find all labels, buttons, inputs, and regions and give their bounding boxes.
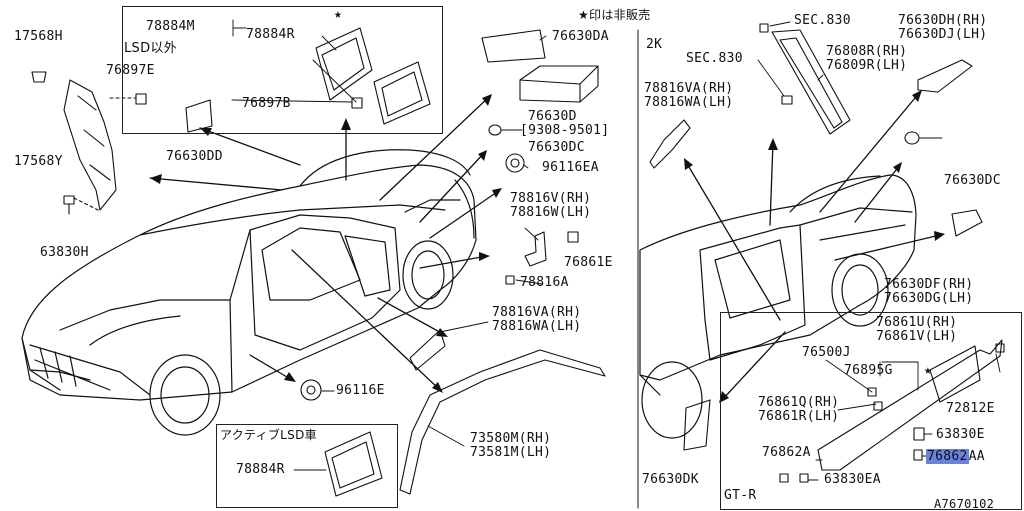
part-17568Y[interactable]: 17568Y bbox=[14, 154, 63, 169]
part-76861E[interactable]: 76861E bbox=[564, 255, 613, 270]
part-76630DD[interactable]: 76630DD bbox=[166, 149, 223, 164]
part-76897B[interactable]: 76897B bbox=[242, 96, 291, 111]
non-sale-note: ★印は非販売 bbox=[578, 8, 651, 22]
section-label-active-lsd: アクティブLSD車 bbox=[220, 428, 317, 442]
star-mark-gtr: ★ bbox=[924, 363, 933, 378]
part-76862AA-highlight[interactable]: 76862 bbox=[926, 449, 969, 464]
part-78816VA-right[interactable]: 78816VA(RH) bbox=[644, 81, 734, 96]
sedan-car-outline bbox=[21, 149, 477, 436]
part-76630DJ[interactable]: 76630DJ(LH) bbox=[898, 27, 988, 42]
part-78884R-bottom[interactable]: 78884R bbox=[236, 462, 285, 477]
part-78816WA-right[interactable]: 78816WA(LH) bbox=[644, 95, 734, 110]
part-76861V[interactable]: 76861V(LH) bbox=[876, 329, 958, 344]
part-76861U[interactable]: 76861U(RH) bbox=[876, 315, 958, 330]
part-96116E[interactable]: 96116E bbox=[336, 383, 385, 398]
part-76861Q[interactable]: 76861Q(RH) bbox=[758, 395, 840, 410]
lsd-other-inset-box bbox=[122, 6, 443, 134]
section-label-gtr: GT-R bbox=[724, 488, 757, 503]
part-72812E[interactable]: 72812E bbox=[946, 401, 995, 416]
part-76630D-range: [9308-9501] bbox=[520, 123, 610, 138]
part-76862AA-suffix: AA bbox=[968, 449, 985, 464]
part-76500J[interactable]: 76500J bbox=[802, 345, 851, 360]
part-76895G[interactable]: 76895G bbox=[844, 363, 893, 378]
callout-arrows bbox=[149, 91, 941, 401]
part-sec830-top[interactable]: SEC.830 bbox=[794, 13, 851, 28]
section-label-lsd-other: LSD以外 bbox=[124, 41, 178, 56]
part-78816A[interactable]: 78816A bbox=[520, 275, 569, 290]
part-76630DC-left[interactable]: 76630DC bbox=[528, 140, 585, 155]
part-76630DG[interactable]: 76630DG(LH) bbox=[884, 291, 974, 306]
part-76630DC-right[interactable]: 76630DC bbox=[944, 173, 1001, 188]
part-73580M[interactable]: 73580M(RH) bbox=[470, 431, 552, 446]
part-sec830-mid[interactable]: SEC.830 bbox=[686, 51, 743, 66]
part-73581M[interactable]: 73581M(LH) bbox=[470, 445, 552, 460]
part-78816VA-mid[interactable]: 78816VA(RH) bbox=[492, 305, 582, 320]
part-63830E[interactable]: 63830E bbox=[936, 427, 985, 442]
part-78816W[interactable]: 78816W(LH) bbox=[510, 205, 592, 220]
part-78884R-top[interactable]: 78884R bbox=[246, 27, 295, 42]
part-78884M[interactable]: 78884M bbox=[146, 19, 195, 34]
leader-lines bbox=[231, 19, 1001, 481]
part-63830EA[interactable]: 63830EA bbox=[824, 472, 881, 487]
part-76861R[interactable]: 76861R(LH) bbox=[758, 409, 840, 424]
part-63830H[interactable]: 63830H bbox=[40, 245, 89, 260]
section-label-2k: 2K bbox=[646, 37, 663, 52]
part-96116EA[interactable]: 96116EA bbox=[542, 160, 599, 175]
part-78816V[interactable]: 78816V(RH) bbox=[510, 191, 592, 206]
part-76630DF[interactable]: 76630DF(RH) bbox=[884, 277, 974, 292]
part-76630DA[interactable]: 76630DA bbox=[552, 29, 609, 44]
part-76630DK[interactable]: 76630DK bbox=[642, 472, 699, 487]
figure-id: A7670102 bbox=[934, 497, 995, 511]
part-76862AA[interactable]: 76862AA bbox=[926, 449, 985, 464]
part-76630D[interactable]: 76630D bbox=[528, 109, 577, 124]
part-76862A[interactable]: 76862A bbox=[762, 445, 811, 460]
part-76897E[interactable]: 76897E bbox=[106, 63, 155, 78]
part-glyphs bbox=[31, 23, 1005, 497]
coupe-car-outline bbox=[639, 174, 917, 439]
star-mark-top: ★ bbox=[334, 7, 343, 22]
active-lsd-inset-box bbox=[216, 424, 398, 508]
part-78816WA-mid[interactable]: 78816WA(LH) bbox=[492, 319, 582, 334]
part-76630DH[interactable]: 76630DH(RH) bbox=[898, 13, 988, 28]
part-76808R[interactable]: 76808R(RH) bbox=[826, 44, 908, 59]
part-17568H[interactable]: 17568H bbox=[14, 29, 63, 44]
part-76809R[interactable]: 76809R(LH) bbox=[826, 58, 908, 73]
